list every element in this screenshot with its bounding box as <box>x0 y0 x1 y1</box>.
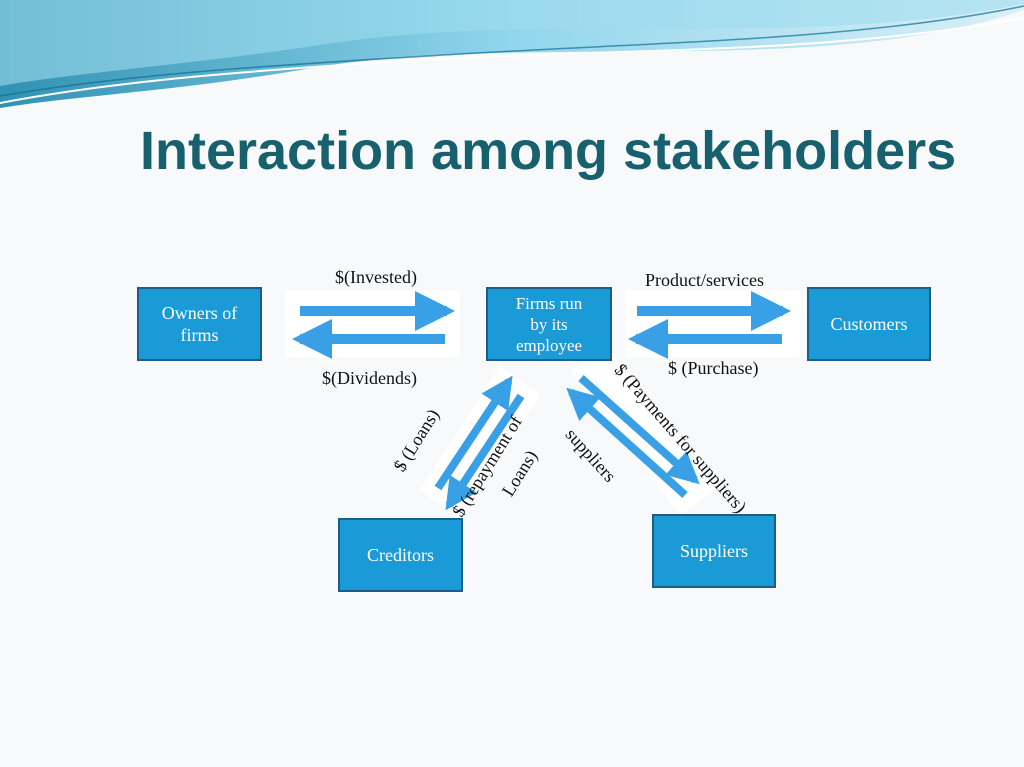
node-owners-label: Owners of firms <box>161 303 238 345</box>
node-firms: Firms run by its employee <box>486 287 612 361</box>
arrow-panel-firms-customers <box>625 290 800 358</box>
arrow-loans <box>434 375 513 491</box>
arrow-suppliers <box>566 387 688 498</box>
node-customers: Customers <box>807 287 931 361</box>
label-dividends: $(Dividends) <box>322 368 417 388</box>
label-purchase: $ (Purchase) <box>668 358 759 378</box>
node-suppliers: Suppliers <box>652 514 776 588</box>
node-creditors-label: Creditors <box>367 545 434 565</box>
node-owners-of-firms: Owners of firms <box>137 287 262 361</box>
arrow-panel-owners-firms <box>285 290 460 358</box>
label-invested: $(Invested) <box>335 267 417 287</box>
node-creditors: Creditors <box>338 518 463 592</box>
node-firms-label: Firms run by its employee <box>515 293 583 355</box>
label-product-services: Product/services <box>645 270 764 290</box>
node-suppliers-label: Suppliers <box>679 541 748 561</box>
arrow-repayment <box>445 393 525 511</box>
header-wave-decoration <box>0 0 1024 108</box>
node-customers-label: Customers <box>830 314 908 334</box>
slide-title: Interaction among stakeholders <box>140 121 957 181</box>
